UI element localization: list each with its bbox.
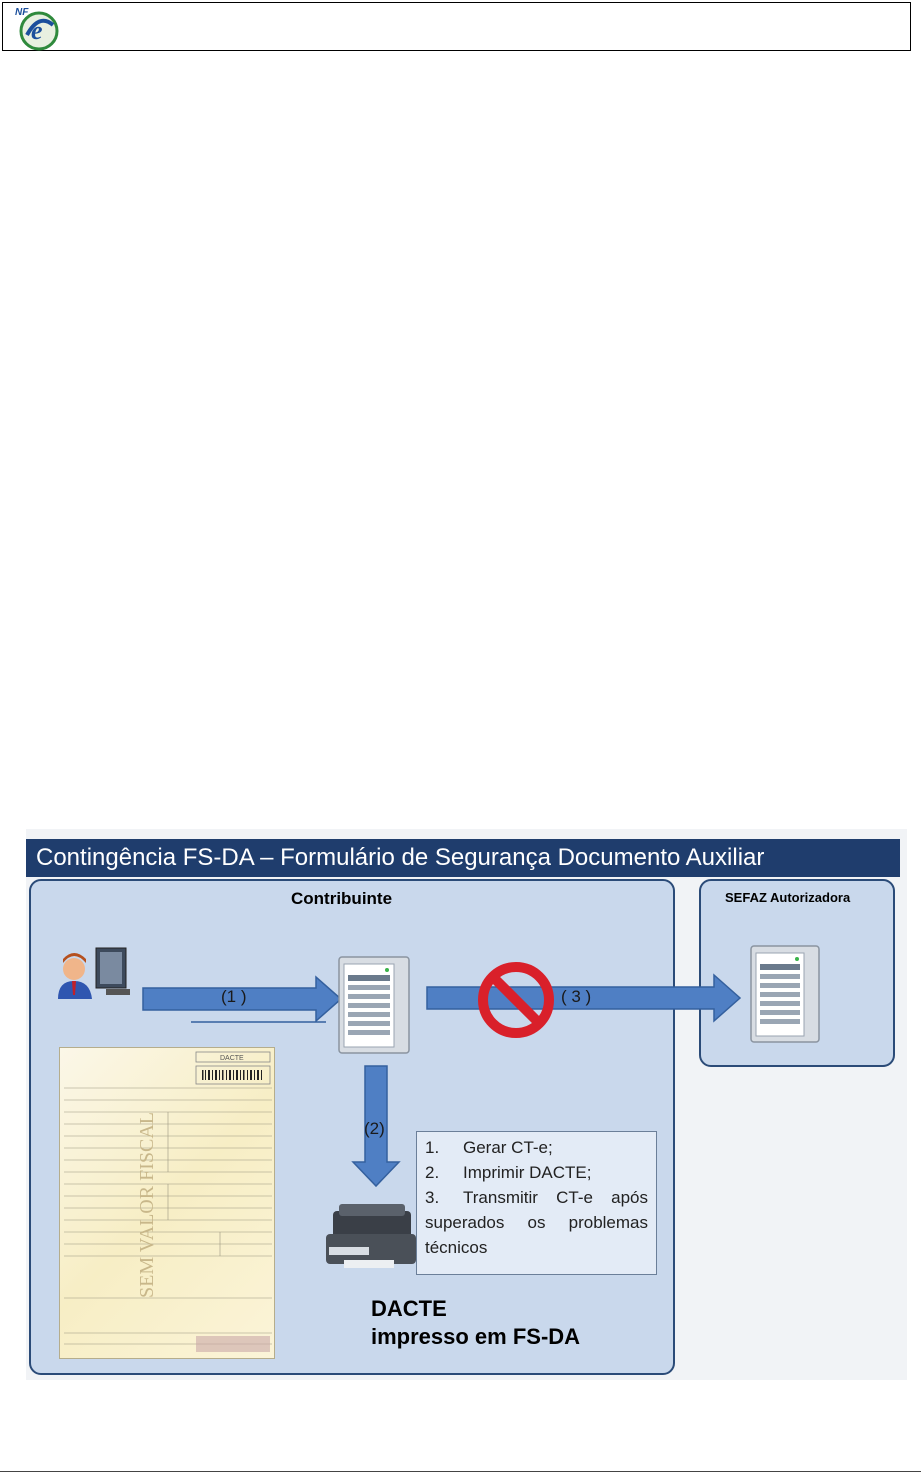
arrow-3 <box>426 973 742 1023</box>
dacte-caption-line1: DACTE <box>371 1296 447 1321</box>
diagram-title: Contingência FS-DA – Formulário de Segur… <box>26 839 900 877</box>
svg-text:e: e <box>31 16 43 45</box>
sefaz-label: SEFAZ Autorizadora <box>725 890 851 905</box>
printer-icon <box>326 1204 416 1268</box>
step-number: 2. <box>425 1163 440 1182</box>
document-watermark: SEM VALOR FISCAL <box>136 1112 158 1298</box>
nfe-logo-icon: e NF <box>15 7 59 51</box>
arrow-2-label: (2) <box>364 1119 385 1138</box>
step-item: 3.Transmitir CT-e após superados os prob… <box>425 1185 648 1260</box>
user-computer-icon <box>58 947 130 999</box>
dacte-document-image: DACTE <box>59 1047 275 1359</box>
arrow-3-label: ( 3 ) <box>561 987 592 1006</box>
arrow-1 <box>142 975 343 1023</box>
dacte-caption-line2: impresso em FS-DA <box>371 1324 581 1349</box>
footer-divider <box>0 1471 921 1472</box>
step-text: Gerar CT-e; <box>463 1138 553 1157</box>
step-text: Transmitir CT-e após superados os proble… <box>425 1188 648 1257</box>
step-item: 1. Gerar CT-e; <box>425 1135 648 1160</box>
page-header: e NF <box>2 2 911 51</box>
step-number: 3. <box>425 1188 440 1207</box>
server-icon <box>338 956 410 1054</box>
diagram-graphics <box>58 945 820 1268</box>
document-header: DACTE <box>220 1055 244 1062</box>
prohibited-icon <box>478 962 554 1038</box>
contingency-diagram: Contingência FS-DA – Formulário de Segur… <box>26 829 907 1380</box>
arrow-1-label: (1 ) <box>221 987 247 1006</box>
step-text: Imprimir DACTE; <box>463 1163 592 1182</box>
svg-text:NF: NF <box>15 7 29 18</box>
dacte-caption: DACTE impresso em FS-DA <box>371 1295 580 1351</box>
server-icon <box>750 945 820 1043</box>
contribuinte-label: Contribuinte <box>291 889 393 908</box>
step-item: 2. Imprimir DACTE; <box>425 1160 648 1185</box>
step-number: 1. <box>425 1138 440 1157</box>
steps-box: 1. Gerar CT-e; 2. Imprimir DACTE; 3.Tran… <box>416 1131 657 1275</box>
arrow-2 <box>351 1065 401 1188</box>
